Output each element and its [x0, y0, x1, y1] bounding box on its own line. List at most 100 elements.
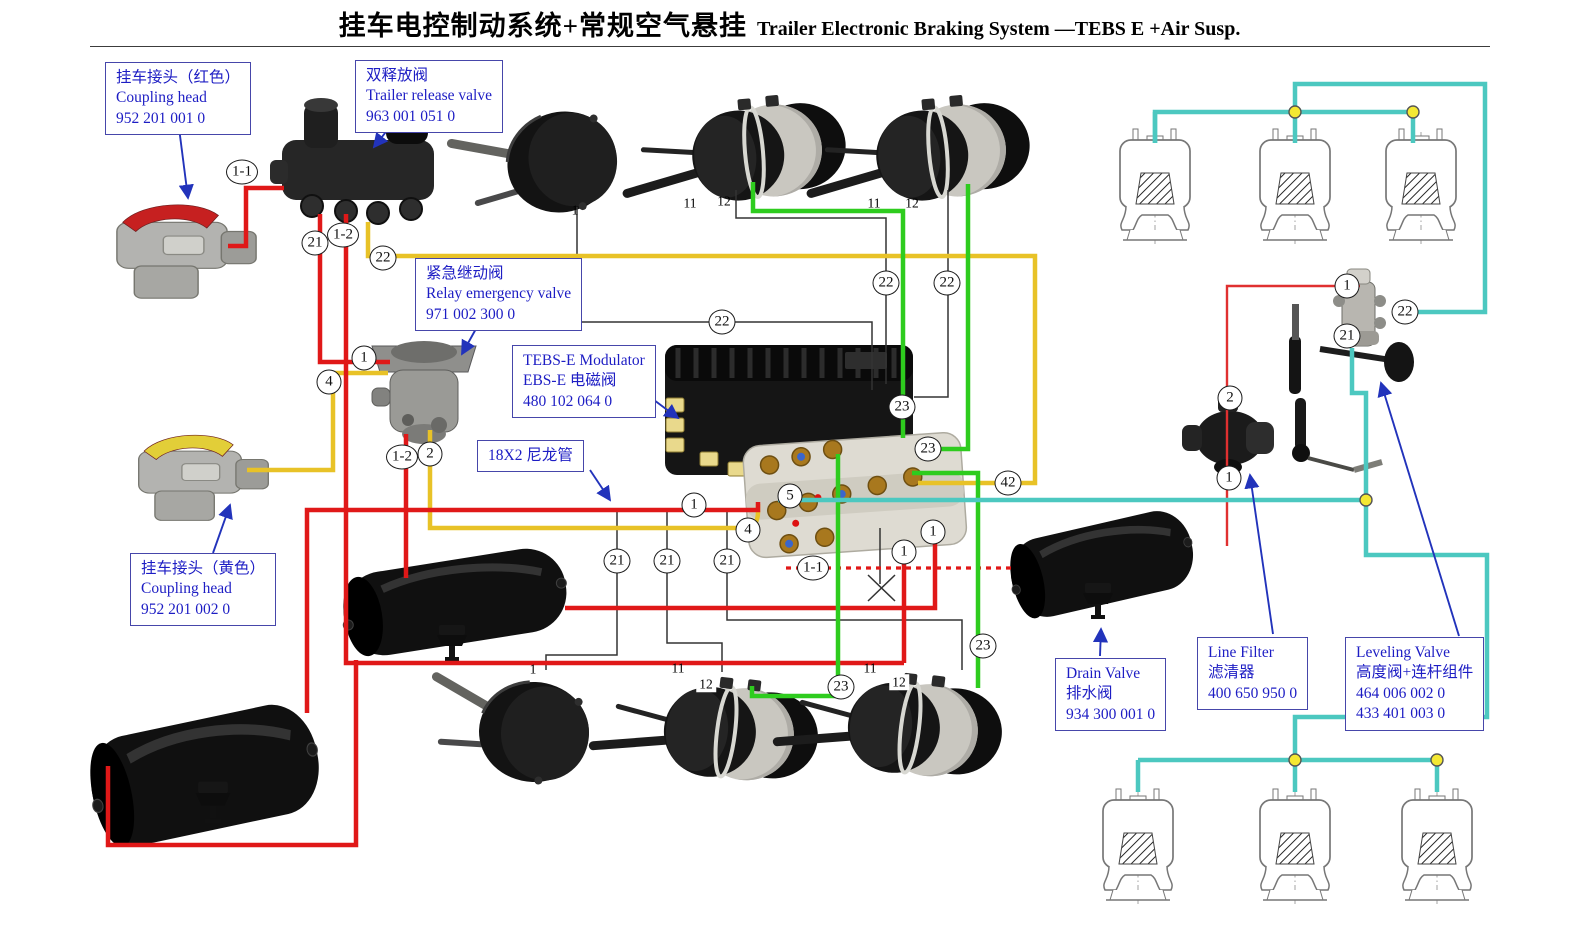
ref-badge: 1: [1216, 465, 1242, 491]
label-line: 480 102 064 0: [523, 392, 613, 410]
air-reservoir-right: [1002, 504, 1201, 624]
ref-badge: 1: [920, 519, 946, 545]
port-label: 12: [696, 676, 716, 692]
callout-arrows: [177, 113, 1460, 657]
ref-badge: 1-2: [386, 444, 418, 470]
label-line: 952 201 002 0: [141, 600, 231, 618]
label-box-line-filter: Line Filter 滤清器 400 650 950 0: [1197, 637, 1309, 711]
ref-badge: 23: [888, 394, 916, 420]
label-line: 952 201 001 0: [116, 109, 206, 127]
supply-line-red-right: [1225, 284, 1360, 546]
ref-badge: 23: [969, 633, 997, 659]
port-label: 12: [905, 195, 919, 211]
junction-dots: [1288, 105, 1444, 767]
drain-valve-middle: [437, 625, 467, 661]
label-line: 双释放阀: [366, 67, 429, 84]
port-label: 12: [889, 674, 909, 690]
air-spring-top-right: [1385, 128, 1457, 245]
label-line: Coupling head: [141, 580, 232, 598]
ref-badge: 21: [1333, 323, 1361, 349]
label-box-nylon-tube: 18X2 尼龙管: [477, 440, 584, 473]
ref-badge: 23: [827, 674, 855, 700]
label-line: Relay emergency valve: [426, 285, 572, 303]
ref-badge: 21: [653, 548, 681, 574]
ref-badge: 1: [1334, 273, 1360, 299]
air-spring-top-left: [1119, 128, 1191, 245]
drain-valve-right: [1083, 583, 1113, 619]
air-spring-bottom-middle: [1259, 788, 1331, 905]
ref-badge: 2: [417, 441, 443, 467]
label-box-coupling-head-red: 挂车接头（红色） Coupling head 952 201 001 0: [105, 62, 252, 136]
label-line: Leveling Valve: [1356, 644, 1450, 661]
relay-emergency-valve: [371, 341, 477, 444]
ref-badge: 22: [933, 270, 961, 296]
ref-badge: 2: [1217, 385, 1243, 411]
label-line: 18X2 尼龙管: [488, 447, 573, 464]
page-title: 挂车电控制动系统+常规空气悬挂 Trailer Electronic Brakin…: [0, 4, 1579, 43]
ref-badge: 21: [301, 230, 329, 256]
ref-badge: 21: [603, 548, 631, 574]
air-spring-bottom-right: [1401, 788, 1473, 905]
label-line: 挂车接头（黄色）: [141, 560, 266, 577]
title-divider: [90, 46, 1490, 47]
label-box-trailer-release-valve: 双释放阀 Trailer release valve 963 001 051 0: [355, 60, 503, 134]
port-label: 1: [529, 661, 537, 677]
ref-badge: 4: [735, 517, 761, 543]
ref-badge: 42: [994, 470, 1022, 496]
label-line: Trailer release valve: [366, 87, 492, 105]
label-line: 紧急继动阀: [426, 265, 504, 282]
label-line: Drain Valve: [1066, 665, 1141, 682]
ref-badge: 4: [316, 369, 342, 395]
modulator-manifold: [742, 432, 968, 559]
label-line: Coupling head: [116, 89, 207, 107]
ref-badge: 1: [891, 539, 917, 565]
port-label: 1: [571, 202, 579, 218]
label-line: 464 006 002 0: [1356, 684, 1446, 702]
ref-badge: 5: [777, 483, 803, 509]
coupling-head-red: [116, 204, 257, 299]
label-box-coupling-head-yellow: 挂车接头（黄色） Coupling head 952 201 002 0: [130, 553, 277, 627]
label-line: 滤清器: [1208, 664, 1255, 682]
ref-badge: 22: [872, 270, 900, 296]
ref-badge: 22: [708, 309, 736, 335]
label-box-drain-valve: Drain Valve 排水阀 934 300 001 0: [1055, 658, 1167, 732]
label-line: 高度阀+连杆组件: [1356, 664, 1474, 682]
air-spring-bottom-left: [1102, 788, 1174, 905]
spring-brake-chamber-top-right: [804, 89, 1034, 210]
label-box-tebs-modulator: TEBS-E Modulator EBS-E 电磁阀 480 102 064 0: [512, 345, 656, 419]
ref-badge: 22: [369, 245, 397, 271]
ref-badge: 1: [351, 345, 377, 371]
title-english: Trailer Electronic Braking System —TEBS …: [757, 18, 1241, 40]
port-label: 11: [867, 195, 881, 211]
coupling-head-yellow: [138, 434, 269, 522]
brake-chamber-bottom-left: [415, 647, 611, 806]
port-label: 11: [683, 195, 697, 211]
ref-badge: 23: [914, 436, 942, 462]
port-label: 11: [863, 660, 877, 676]
ref-badge: 22: [1391, 299, 1419, 325]
label-line: 排水阀: [1066, 685, 1113, 703]
ref-badge: 1: [681, 492, 707, 518]
label-line: 400 650 950 0: [1208, 684, 1298, 702]
ref-badge: 1-1: [226, 159, 258, 185]
label-box-leveling-valve: Leveling Valve 高度阀+连杆组件 464 006 002 0 43…: [1345, 637, 1485, 731]
label-line: Line Filter: [1208, 644, 1274, 661]
port-label: 12: [717, 193, 731, 209]
ref-badge: 1-1: [797, 555, 829, 581]
suspension-lines-teal: [778, 81, 1490, 792]
air-reservoir-bottom-left: [80, 697, 330, 854]
label-line: EBS-E 电磁阀: [523, 372, 617, 390]
label-line: 挂车接头（红色）: [116, 69, 241, 86]
port-label: 11: [671, 660, 685, 676]
air-spring-top-middle: [1259, 128, 1331, 245]
ref-badge: 21: [713, 548, 741, 574]
title-chinese: 挂车电控制动系统+常规空气悬挂: [338, 11, 748, 41]
label-line: 433 401 003 0: [1356, 705, 1446, 723]
label-line: TEBS-E Modulator: [523, 352, 645, 369]
label-line: 963 001 051 0: [366, 107, 456, 125]
ref-badge: 1-2: [327, 222, 359, 248]
label-line: 971 002 300 0: [426, 305, 516, 323]
label-box-relay-emergency-valve: 紧急继动阀 Relay emergency valve 971 002 300 …: [415, 258, 583, 332]
